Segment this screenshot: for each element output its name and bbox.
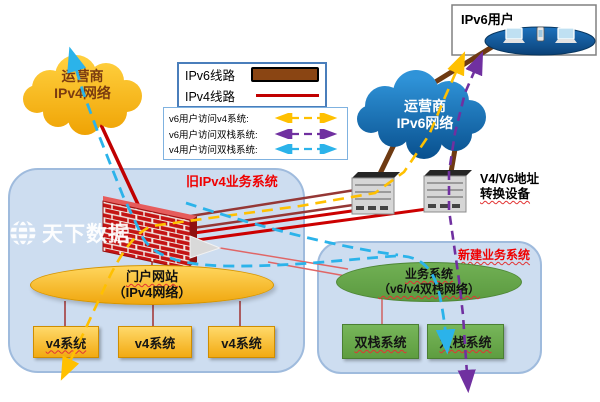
watermark-text: 天下数据 [42,223,130,246]
watermark: 天下数据 [8,218,130,248]
globe-icon [10,219,36,247]
line-type-legend: IPv6线路 IPv4线路 [177,62,327,108]
yellow-dashed-arrow-sample [274,112,338,123]
laptop-icon [503,27,525,43]
flow-legend: v6用户访问v4系统: v6用户访问双栈系统: v4用户访问双栈系统: [163,107,348,160]
cyan-dashed-arrow-sample [274,144,338,155]
flow-v4-user-return-branch [185,201,399,257]
legend-row-v6-to-dual: v6用户访问双栈系统: [169,127,342,141]
legend-row-v4-to-dual: v4用户访问双栈系统: [169,142,342,156]
ipv4-line-sample [256,93,319,97]
translator-label: V4/V6地址 转换设备 [480,172,540,201]
legend-row-ipv6-line: IPv6线路 [185,65,319,84]
flow-v6-user-to-dual-stack [447,51,484,394]
purple-dashed-arrow-sample [274,128,338,139]
ipv6-users-ellipse [484,26,596,56]
legend-row-ipv4-line: IPv4线路 [185,86,319,105]
phone-icon [536,26,545,42]
ipv6-line-sample [251,67,319,83]
flow-v4-user-to-dual-stack [67,46,456,355]
laptop-icon [555,27,577,43]
ipv6-users-title: IPv6用户 [461,12,514,27]
legend-row-v6-to-v4: v6用户访问v4系统: [169,111,342,125]
